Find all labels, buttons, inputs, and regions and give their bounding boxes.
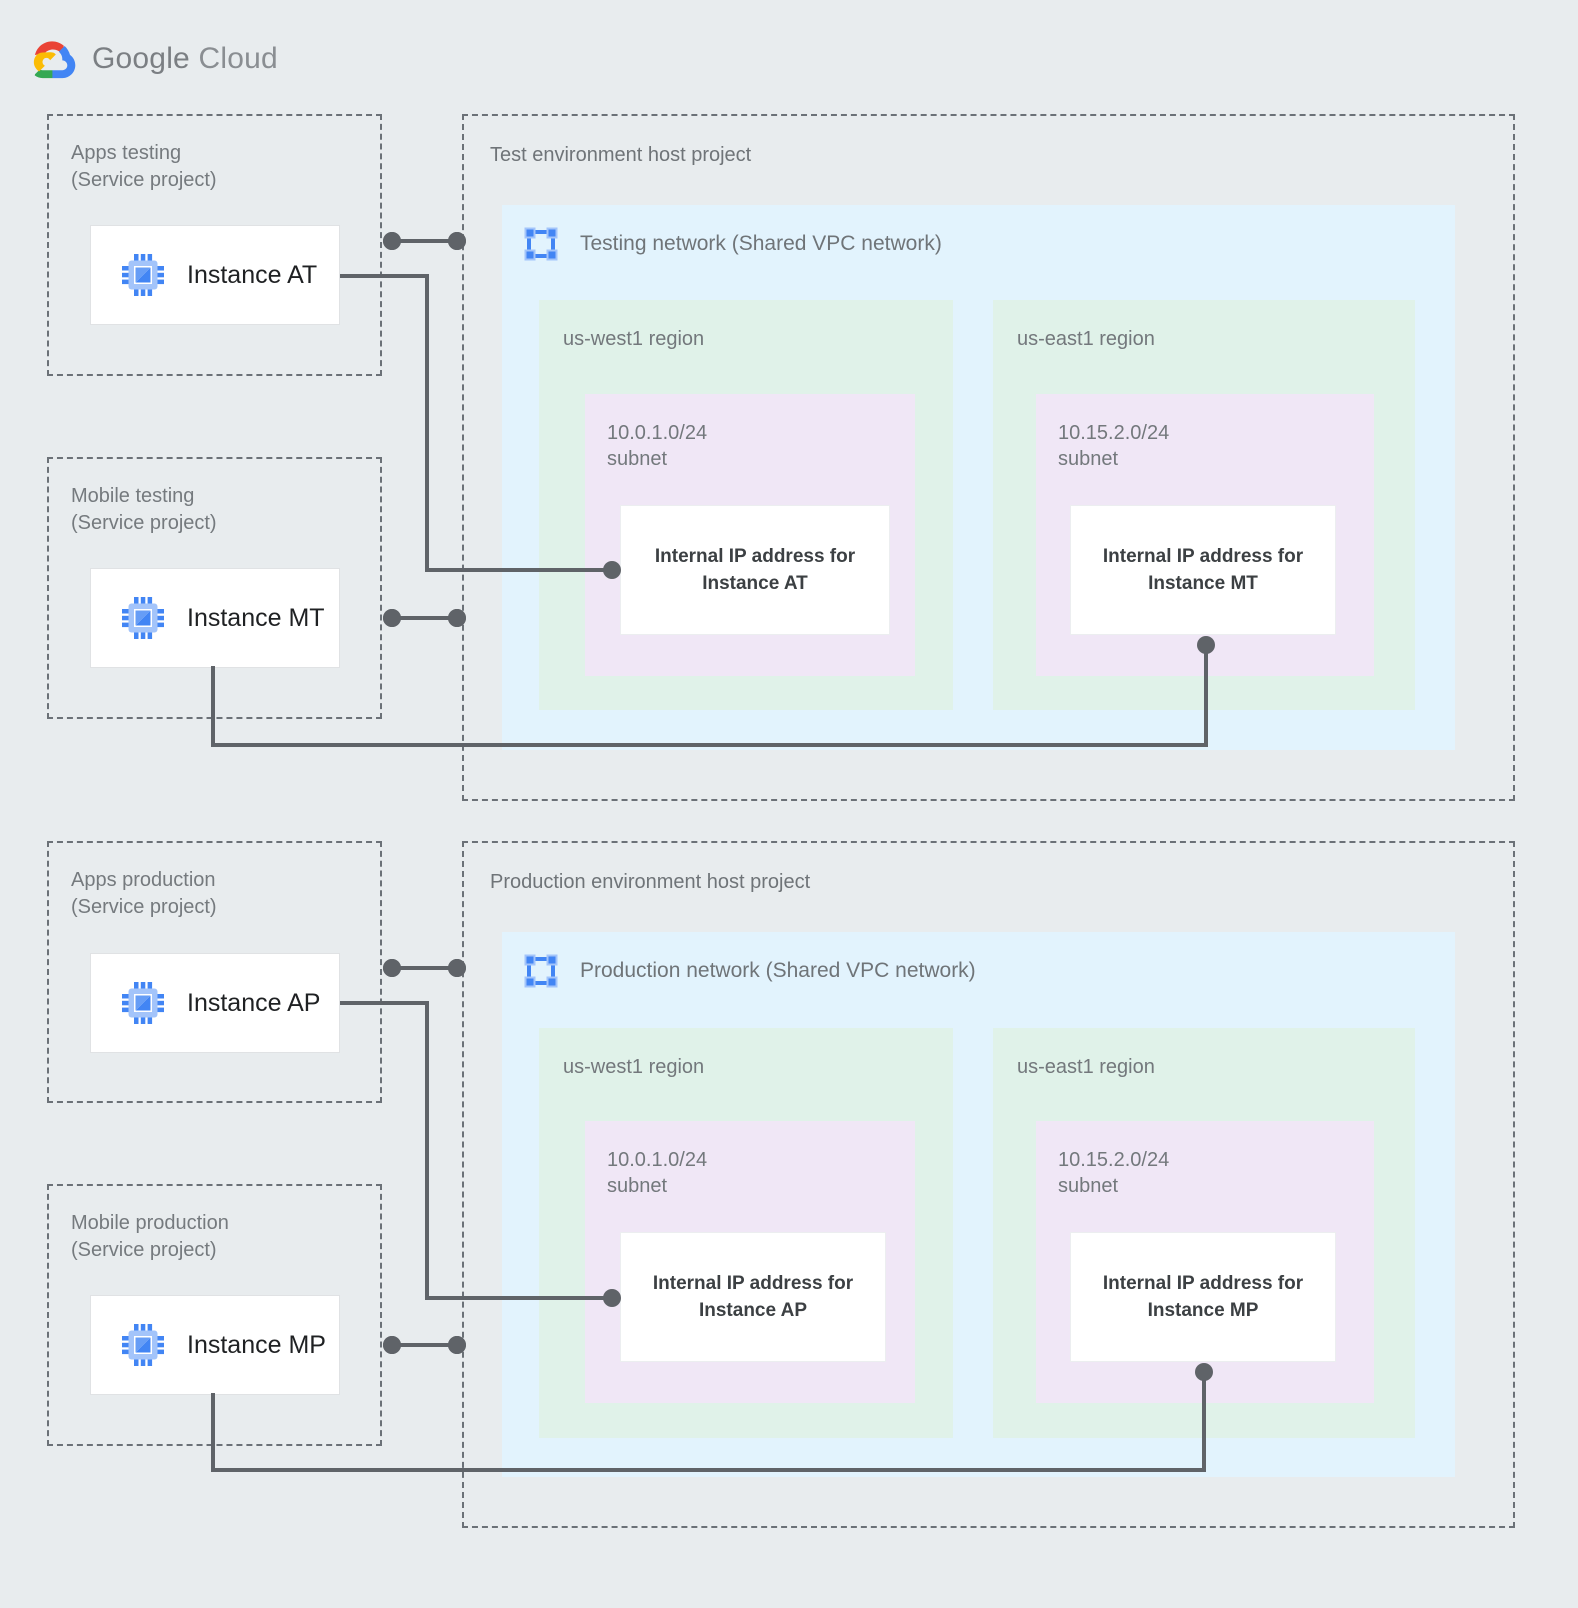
instance-card-ap[interactable]: Instance AP bbox=[90, 953, 340, 1053]
vpc-network-label-testing: Testing network (Shared VPC network) bbox=[580, 232, 942, 255]
instance-name-mp: Instance MP bbox=[187, 1330, 326, 1359]
service-project-label: Mobile testing (Service project) bbox=[71, 485, 217, 534]
subnet-label: 10.15.2.0/24 subnet bbox=[1058, 422, 1170, 470]
vpc-network-header-production: Production network (Shared VPC network) bbox=[522, 952, 976, 990]
region-label: us-west1 region bbox=[563, 328, 705, 350]
vpc-network-icon bbox=[522, 952, 560, 990]
vpc-network-header-testing: Testing network (Shared VPC network) bbox=[522, 225, 942, 263]
service-project-apps-testing: Apps testing (Service project) bbox=[47, 114, 382, 376]
vm-instance-icon bbox=[121, 596, 165, 640]
instance-name-at: Instance AT bbox=[187, 260, 318, 289]
host-project-label: Production environment host project bbox=[490, 871, 811, 893]
region-label: us-east1 region bbox=[1017, 1056, 1155, 1078]
internal-ip-card-ap: Internal IP address for Instance AP bbox=[620, 1232, 886, 1362]
vpc-network-icon bbox=[522, 225, 560, 263]
instance-name-ap: Instance AP bbox=[187, 988, 321, 1017]
region-label: us-east1 region bbox=[1017, 328, 1155, 350]
service-project-label: Apps testing (Service project) bbox=[71, 142, 217, 191]
service-project-apps-production: Apps production (Service project) bbox=[47, 841, 382, 1103]
brand-cloud: Cloud bbox=[189, 42, 278, 75]
vm-instance-icon bbox=[121, 1323, 165, 1367]
vm-instance-icon bbox=[121, 981, 165, 1025]
subnet-label: 10.15.2.0/24 subnet bbox=[1058, 1149, 1170, 1197]
vpc-network-label-production: Production network (Shared VPC network) bbox=[580, 959, 976, 982]
brand-google: Google bbox=[92, 42, 190, 75]
service-project-label: Apps production (Service project) bbox=[71, 869, 217, 918]
internal-ip-card-at: Internal IP address for Instance AT bbox=[620, 505, 890, 635]
internal-ip-card-mp: Internal IP address for Instance MP bbox=[1070, 1232, 1336, 1362]
region-label: us-west1 region bbox=[563, 1056, 705, 1078]
brand-wordmark: Google Cloud bbox=[92, 42, 278, 76]
instance-card-mt[interactable]: Instance MT bbox=[90, 568, 340, 668]
subnet-label: 10.0.1.0/24 subnet bbox=[607, 422, 708, 470]
service-project-label: Mobile production (Service project) bbox=[71, 1212, 229, 1261]
subnet-label: 10.0.1.0/24 subnet bbox=[607, 1149, 708, 1197]
instance-card-at[interactable]: Instance AT bbox=[90, 225, 340, 325]
instance-card-mp[interactable]: Instance MP bbox=[90, 1295, 340, 1395]
vm-instance-icon bbox=[121, 253, 165, 297]
instance-name-mt: Instance MT bbox=[187, 603, 325, 632]
google-cloud-logo-icon bbox=[32, 36, 78, 82]
host-project-label: Test environment host project bbox=[490, 144, 752, 166]
internal-ip-card-mt: Internal IP address for Instance MT bbox=[1070, 505, 1336, 635]
google-cloud-logo: Google Cloud bbox=[32, 36, 278, 82]
